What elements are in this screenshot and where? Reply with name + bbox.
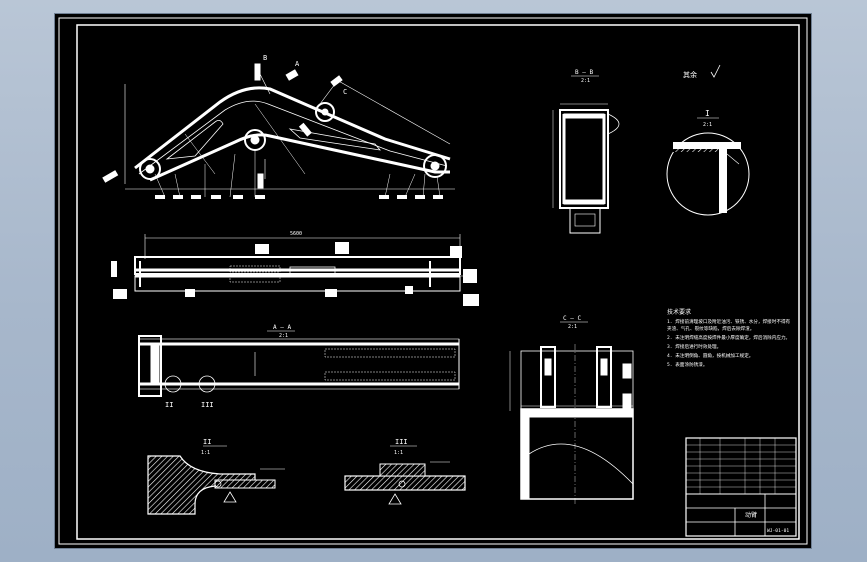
detail-ii-label: II [203,438,211,446]
outer-frame [58,17,808,545]
section-label-top-b: B [263,54,267,62]
section-bb-scale: 2:1 [581,78,590,84]
section-cc-scale: 2:1 [568,324,577,330]
note-line-1: 1. 焊接前清理坡口及附近油污、铁锈、水分，焊接时不得有 [667,318,791,325]
plan-dimension-tags [111,242,479,306]
inner-frame [76,24,800,540]
boom-foot-pin [139,158,161,180]
note-line-5: 4. 未注明倒角、圆角，按机械加工规定。 [667,352,753,359]
roughness-symbol [710,64,721,78]
boom-elevation-view [124,73,455,198]
boom-plan-view [134,234,475,292]
callout-iii: III [201,401,214,409]
note-line-2: 夹渣、气孔、裂纹等缺陷，焊后去除焊渣。 [667,325,754,332]
section-label-top-a: A [295,60,300,68]
section-cc-label: C — C [563,315,581,322]
section-label-top-c: C [343,88,347,96]
boom-cylinder-pin [315,102,335,122]
title-block [685,437,797,537]
detail-iii-label: III [395,438,408,446]
detail-i-scale: 2:1 [703,122,712,128]
callout-ii: II [165,401,173,409]
detail-iii-view [344,445,466,505]
detail-iii-scale: 1:1 [394,450,403,456]
section-bb-label: B — B [575,69,593,76]
section-aa-scale: 2:1 [279,333,288,339]
boom-tip-pin [423,154,447,178]
technical-notes: 技术要求 1. 焊接前清理坡口及附近油污、铁锈、水分，焊接时不得有 夹渣、气孔、… [667,308,791,368]
boom-lower-outline [149,133,450,182]
drawing-sheet: B A C 5600 [55,14,811,548]
detail-i-view [666,117,750,216]
detail-ii-scale: 1:1 [201,450,210,456]
roughness-note: 其余 [683,70,697,79]
detail-i-label: I [705,109,710,118]
elevation-dimension-tags [155,195,443,199]
title-drawing-number: WJ-01-01 [767,528,789,534]
engineering-drawing: B A C 5600 [58,17,808,545]
section-markers [102,63,343,189]
note-line-6: 5. 表面涂防锈漆。 [667,361,707,368]
note-line-3: 2. 未注明焊缝高度按焊件最小厚度确定，焊后消除内应力。 [667,334,790,341]
section-bb-view [552,75,620,234]
title-part-name: 动臂 [745,511,757,519]
notes-title: 技术要求 [667,308,691,316]
detail-ii-view [147,445,285,515]
section-aa-view [138,330,460,397]
boom-upper-outline [134,86,451,170]
note-line-4: 3. 焊接后进行时效处理。 [667,343,721,350]
section-aa-label: A — A [273,324,291,331]
plan-overall-dimension: 5600 [290,231,302,237]
section-cc-view [509,321,634,504]
